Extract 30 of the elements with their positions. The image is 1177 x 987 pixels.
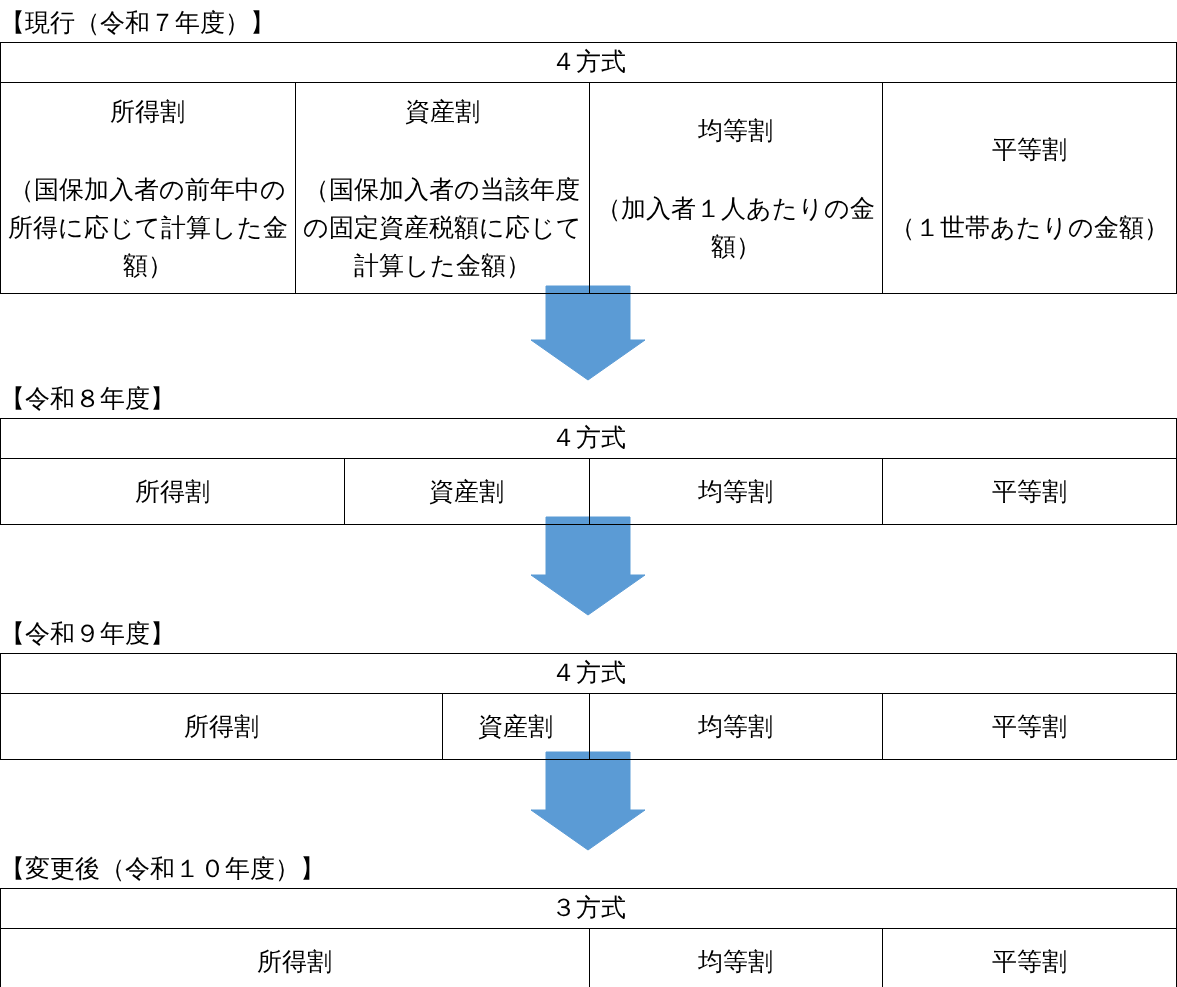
down-arrow <box>530 516 646 616</box>
header-text: ４方式 <box>551 46 626 78</box>
cell-title: 均等割 <box>698 946 774 977</box>
header-text: ４方式 <box>551 657 626 689</box>
cell-title: 平等割 <box>992 133 1068 165</box>
cell-title: 資産割 <box>429 476 505 507</box>
cell-title: 所得割 <box>110 95 186 127</box>
header-text: ４方式 <box>551 422 626 454</box>
section-heading: 【令和８年度】 <box>0 383 175 413</box>
cell-title: 平等割 <box>992 711 1068 742</box>
cell-title: 平等割 <box>992 946 1068 977</box>
down-arrow <box>530 751 646 851</box>
cell-title: 資産割 <box>478 711 554 742</box>
cell-description: （国保加入者の当該年度の固定資産税額に応じて計算した金額） <box>301 173 583 281</box>
down-arrow <box>530 285 646 381</box>
section-heading: 【変更後（令和１０年度）】 <box>0 853 325 883</box>
cell-title: 均等割 <box>698 114 774 146</box>
cell-title: 均等割 <box>698 711 774 742</box>
section-heading: 【令和９年度】 <box>0 618 175 648</box>
cell-description: （国保加入者の前年中の所得に応じて計算した金額） <box>6 173 289 281</box>
header-text: ３方式 <box>551 892 626 924</box>
section-heading: 【現行（令和７年度）】 <box>0 7 275 37</box>
cell-title: 所得割 <box>183 711 259 742</box>
cell-title: 均等割 <box>698 476 774 507</box>
cell-title: 所得割 <box>134 476 210 507</box>
cell-title: 平等割 <box>992 476 1068 507</box>
cell-description: （１世帯あたりの金額） <box>890 211 1170 243</box>
cell-title: 資産割 <box>404 95 480 127</box>
cell-title: 所得割 <box>257 946 333 977</box>
cell-description: （加入者１人あたりの金額） <box>595 192 877 262</box>
